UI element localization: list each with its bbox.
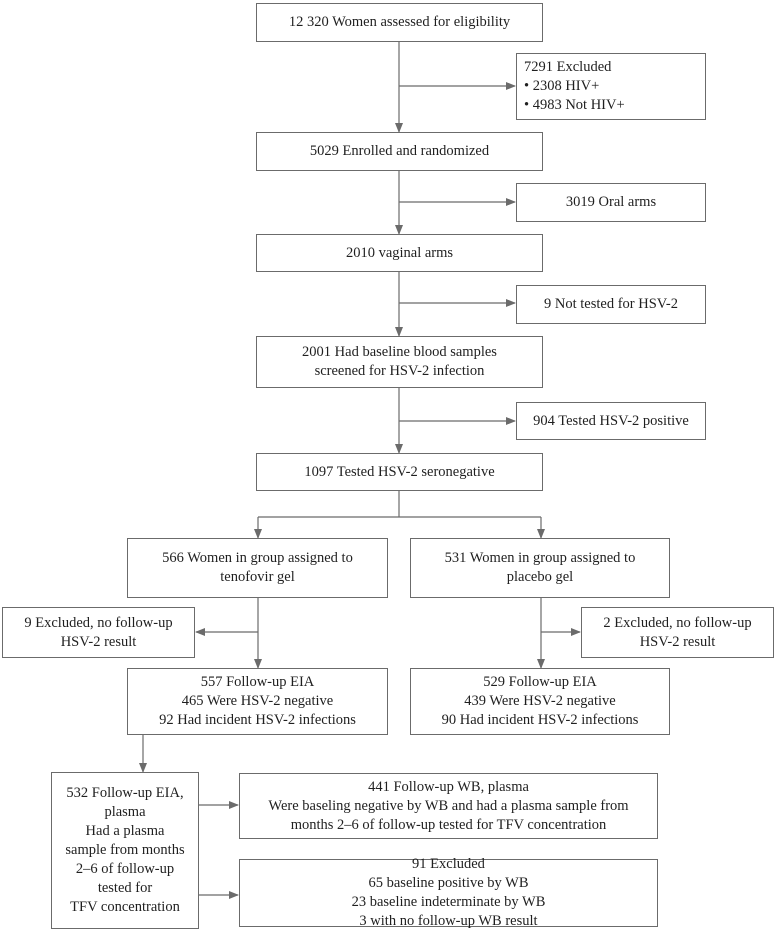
wb-plasma-box: 441 Follow-up WB, plasma Were baseling n… — [239, 773, 658, 839]
wb-plasma-line-3: months 2–6 of follow-up tested for TFV c… — [290, 816, 607, 833]
excl-tenofovir-line-2: HSV-2 result — [60, 633, 137, 650]
excluded-hiv-positive: • 2308 HIV+ — [524, 78, 600, 94]
followup-placebo-line-1: 529 Follow-up EIA — [483, 674, 597, 690]
placebo-box: 531 Women in group assigned to placebo g… — [410, 538, 670, 598]
plasma-eia-box: 532 Follow-up EIA, plasma Had a plasma s… — [51, 772, 199, 929]
wb-plasma-line-2: Were baseling negative by WB and had a p… — [268, 797, 629, 814]
assessed-line: 12 320 Women assessed for eligibility — [288, 14, 511, 30]
seronegative-box: 1097 Tested HSV-2 seronegative — [256, 453, 543, 491]
excl-placebo-line-2: HSV-2 result — [639, 633, 716, 650]
plasma-eia-line-5: 2–6 of follow-up — [75, 861, 175, 877]
baseline-line-1: 2001 Had baseline blood samples — [302, 344, 497, 360]
plasma-eia-line-6: tested for — [97, 880, 153, 896]
followup-placebo-line-2: 439 Were HSV-2 negative — [464, 693, 616, 709]
excluded-line: 7291 Excluded — [524, 59, 612, 75]
followup-tenofovir-line-2: 465 Were HSV-2 negative — [181, 693, 334, 709]
excl-tenofovir-box: 9 Excluded, no follow-up HSV-2 result — [2, 607, 195, 658]
vaginal-arms-box: 2010 vaginal arms — [256, 234, 543, 272]
placebo-line-2: placebo gel — [506, 569, 574, 585]
tenofovir-box: 566 Women in group assigned to tenofovir… — [127, 538, 388, 598]
baseline-box: 2001 Had baseline blood samples screened… — [256, 336, 543, 388]
excluded-wb-box: 91 Excluded 65 baseline positive by WB 2… — [239, 856, 658, 929]
assessed-box: 12 320 Women assessed for eligibility — [256, 3, 543, 42]
plasma-eia-line-7: TFV concentration — [70, 899, 180, 915]
excluded-wb-line-3: 23 baseline indeterminate by WB — [351, 894, 546, 910]
tenofovir-line-1: 566 Women in group assigned to — [162, 550, 353, 566]
plasma-eia-line-3: Had a plasma — [85, 823, 165, 839]
plasma-eia-line-1: 532 Follow-up EIA, — [66, 785, 184, 801]
plasma-eia-line-4: sample from months — [65, 842, 185, 858]
positive-line: 904 Tested HSV-2 positive — [533, 412, 689, 429]
excluded-box: 7291 Excluded • 2308 HIV+ • 4983 Not HIV… — [516, 53, 706, 120]
followup-placebo-line-3: 90 Had incident HSV-2 infections — [441, 712, 639, 728]
positive-box: 904 Tested HSV-2 positive — [516, 402, 706, 440]
excl-placebo-line-1: 2 Excluded, no follow-up — [603, 614, 752, 631]
excluded-not-hiv-positive: • 4983 Not HIV+ — [524, 97, 625, 113]
excl-placebo-box: 2 Excluded, no follow-up HSV-2 result — [581, 607, 774, 658]
not-tested-box: 9 Not tested for HSV-2 — [516, 285, 706, 324]
enrolled-box: 5029 Enrolled and randomized — [256, 132, 543, 171]
seronegative-line: 1097 Tested HSV-2 seronegative — [304, 463, 495, 480]
excluded-wb-line-4: 3 with no follow-up WB result — [359, 913, 538, 929]
vaginal-arms-line: 2010 vaginal arms — [345, 244, 454, 261]
followup-placebo-box: 529 Follow-up EIA 439 Were HSV-2 negativ… — [410, 668, 670, 735]
followup-tenofovir-box: 557 Follow-up EIA 465 Were HSV-2 negativ… — [127, 668, 388, 735]
followup-tenofovir-line-1: 557 Follow-up EIA — [200, 674, 315, 690]
followup-tenofovir-line-3: 92 Had incident HSV-2 infections — [159, 712, 356, 728]
placebo-line-1: 531 Women in group assigned to — [444, 550, 636, 566]
excluded-wb-line-2: 65 baseline positive by WB — [368, 875, 529, 891]
oral-arms-line: 3019 Oral arms — [565, 194, 657, 210]
enrolled-line: 5029 Enrolled and randomized — [309, 143, 490, 159]
excl-tenofovir-line-1: 9 Excluded, no follow-up — [24, 614, 173, 631]
wb-plasma-line-1: 441 Follow-up WB, plasma — [368, 778, 529, 795]
excluded-wb-line-1: 91 Excluded — [412, 856, 485, 872]
not-tested-line: 9 Not tested for HSV-2 — [544, 296, 678, 312]
baseline-line-2: screened for HSV-2 infection — [314, 363, 485, 379]
tenofovir-line-2: tenofovir gel — [220, 569, 295, 585]
oral-arms-box: 3019 Oral arms — [516, 183, 706, 222]
plasma-eia-line-2: plasma — [104, 804, 146, 820]
